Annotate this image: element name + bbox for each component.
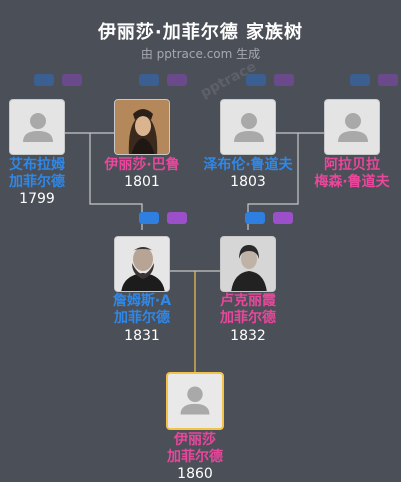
birth-year-lucretia: 1832 [230,328,266,344]
person-name-eliza-ballou[interactable]: 伊丽莎·巴鲁 [87,157,197,174]
person-photo-lucretia[interactable] [220,236,276,292]
name-line: 伊丽莎·巴鲁 [104,157,180,173]
male-relation-badge[interactable] [34,74,54,86]
female-relation-badge[interactable] [167,74,187,86]
name-line: 加菲尔德 [114,310,170,326]
name-line: 加菲尔德 [167,449,223,465]
male-relation-badge[interactable] [139,74,159,86]
male-relation-badge[interactable] [350,74,370,86]
name-line: 詹姆斯·A [112,293,172,309]
person-photo-abram[interactable] [9,99,65,155]
person-name-abram[interactable]: 艾布拉姆 加菲尔德 [0,157,92,191]
person-placeholder-icon [338,113,368,142]
portrait-image [221,237,275,291]
female-relation-badge[interactable] [273,212,293,224]
birth-year-abram: 1799 [19,191,55,207]
name-line: 伊丽莎 [174,432,216,448]
male-relation-badge[interactable] [246,74,266,86]
male-relation-badge[interactable] [245,212,265,224]
portrait-image [115,100,169,154]
female-relation-badge[interactable] [274,74,294,86]
female-relation-badge[interactable] [378,74,398,86]
name-line: 加菲尔德 [9,174,65,190]
person-photo-zebulon[interactable] [220,99,276,155]
birth-year-zebulon: 1803 [230,174,266,190]
birth-year-james: 1831 [124,328,160,344]
name-line: 卢克丽霞 [220,293,276,309]
male-relation-badge[interactable] [139,212,159,224]
person-name-zebulon[interactable]: 泽布伦·鲁道夫 [193,157,303,174]
person-name-arabella[interactable]: 阿拉贝拉 梅森·鲁道夫 [297,157,401,191]
name-line: 艾布拉姆 [9,157,65,173]
page-title: 伊丽莎·加菲尔德 家族树 [97,22,304,43]
female-relation-badge[interactable] [62,74,82,86]
name-line: 泽布伦·鲁道夫 [203,157,293,173]
person-placeholder-icon [23,113,53,142]
female-relation-badge[interactable] [167,212,187,224]
person-photo-eliza-self[interactable] [166,372,224,430]
birth-year-eliza-ballou: 1801 [124,174,160,190]
person-name-eliza-self[interactable]: 伊丽莎 加菲尔德 [140,432,250,466]
person-placeholder-icon [180,386,210,415]
birth-year-eliza-self: 1860 [177,466,213,482]
portrait-image [115,237,169,291]
name-line: 加菲尔德 [220,310,276,326]
person-name-james[interactable]: 詹姆斯·A 加菲尔德 [87,293,197,327]
name-line: 阿拉贝拉 [324,157,380,173]
person-photo-eliza-ballou[interactable] [114,99,170,155]
person-name-lucretia[interactable]: 卢克丽霞 加菲尔德 [193,293,303,327]
page-subtitle: 由 pptrace.com 生成 [140,47,261,61]
person-placeholder-icon [234,113,264,142]
person-photo-james[interactable] [114,236,170,292]
name-line: 梅森·鲁道夫 [314,174,390,190]
person-photo-arabella[interactable] [324,99,380,155]
